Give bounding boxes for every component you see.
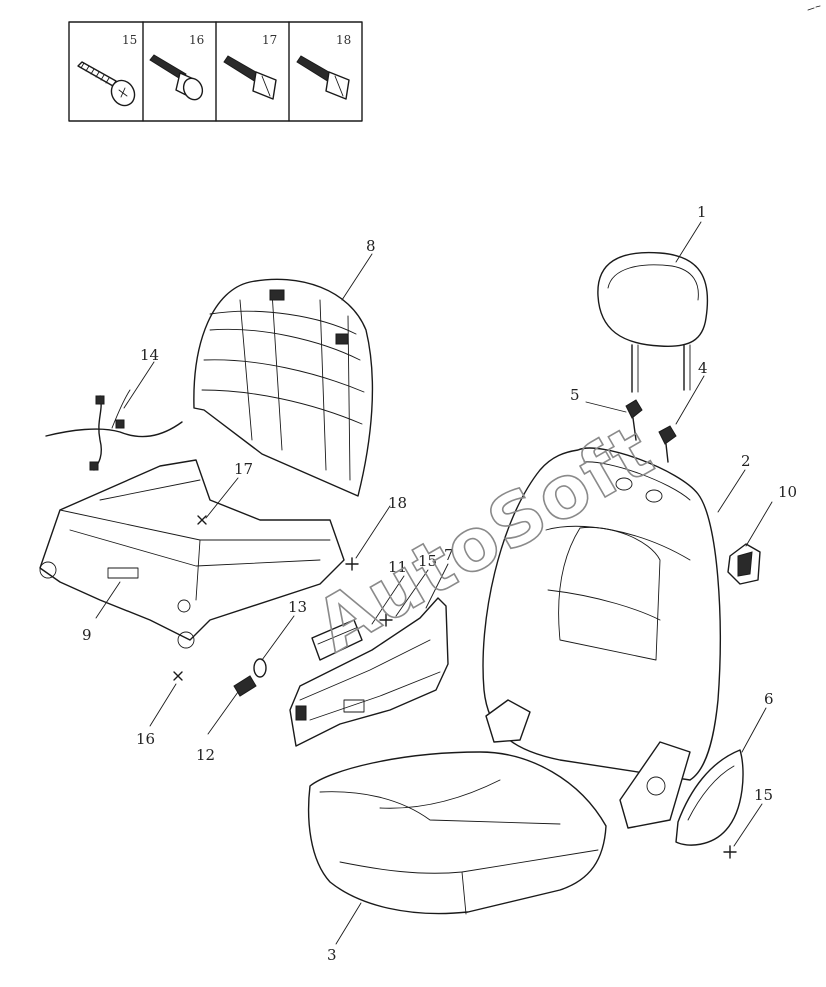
callout-15-lower: 15 <box>754 786 773 804</box>
callout-17: 17 <box>234 460 253 478</box>
seat-switch-11 <box>311 619 363 661</box>
leader-lines <box>95 221 773 945</box>
knob-13 <box>253 658 267 678</box>
seat-back <box>482 447 721 829</box>
fastener-number-18: 18 <box>336 33 351 47</box>
callout-16: 16 <box>136 730 155 748</box>
side-shield-6 <box>675 749 744 846</box>
callout-13: 13 <box>288 598 307 616</box>
callout-12: 12 <box>196 746 215 764</box>
callout-7: 7 <box>444 546 454 564</box>
headrest-guide-5 <box>625 399 643 441</box>
fastener-panel: 15 16 17 18 <box>68 21 363 122</box>
headrest-guide-4 <box>658 425 677 463</box>
corner-mark <box>807 5 821 11</box>
headrest <box>597 251 709 393</box>
callout-4: 4 <box>698 359 708 377</box>
fastener-number-16: 16 <box>189 33 204 47</box>
callout-8: 8 <box>366 237 376 255</box>
tapping-screw-icon <box>77 61 136 107</box>
hex-bolt-icon <box>296 55 350 100</box>
callout-numbers: 1 2 3 4 5 6 7 8 9 10 11 12 13 14 15 15 1… <box>82 203 797 964</box>
seat-back-frame <box>193 278 374 497</box>
side-trim-panel <box>289 597 449 747</box>
callout-10: 10 <box>778 483 797 501</box>
callout-3: 3 <box>327 946 337 964</box>
seat-cushion <box>307 751 607 915</box>
callout-14: 14 <box>140 346 159 364</box>
flange-bolt-icon <box>149 54 204 101</box>
callout-11: 11 <box>388 558 407 576</box>
callout-1: 1 <box>697 203 707 221</box>
callout-6: 6 <box>764 690 774 708</box>
callout-9: 9 <box>82 626 92 644</box>
fastener-number-15: 15 <box>122 33 137 47</box>
fastener-number-17: 17 <box>262 33 277 47</box>
trim-cap-10 <box>727 543 761 585</box>
callout-15-upper: 15 <box>418 552 437 570</box>
fastener-marks <box>173 515 737 859</box>
seat-track-assembly <box>39 459 345 649</box>
hex-bolt-icon <box>223 55 277 100</box>
callout-18: 18 <box>388 494 407 512</box>
callout-5: 5 <box>570 386 580 404</box>
wiring-harness <box>45 389 183 471</box>
callout-2: 2 <box>741 452 751 470</box>
